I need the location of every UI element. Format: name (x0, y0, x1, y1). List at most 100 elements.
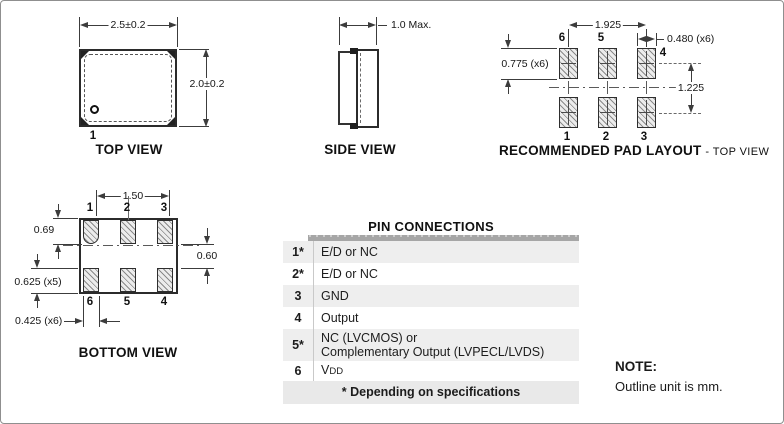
pad-layout-title-suffix: - TOP VIEW (705, 146, 770, 158)
dim-edge-to-pad-label: 0.69 (31, 224, 57, 236)
pad-number: 5 (123, 296, 131, 308)
extension-line (31, 268, 78, 269)
top-view-title: TOP VIEW (95, 142, 163, 157)
pad-5 (120, 268, 136, 292)
note-block: NOTE: Outline unit is mm. (615, 357, 723, 397)
vdd-main: V (321, 363, 330, 377)
dim-tail (207, 228, 208, 236)
extension-line (646, 29, 647, 47)
solder-pad (350, 48, 358, 54)
extension-line (31, 293, 78, 294)
arrow (99, 318, 107, 324)
centerline-tick (646, 81, 647, 94)
pad-6 (559, 48, 578, 79)
dim-tail (63, 321, 76, 322)
pad-layout-title: RECOMMENDED PAD LAYOUT - TOP VIEW (499, 143, 769, 158)
extension-line (501, 48, 557, 49)
table-header-band (308, 235, 579, 241)
corner-mark (167, 51, 175, 59)
note-title: NOTE: (615, 359, 657, 374)
extension-line (501, 79, 557, 80)
arrow (638, 22, 646, 28)
arrow (647, 36, 655, 42)
pin1-marker-dot (90, 105, 99, 114)
arrow (34, 293, 40, 301)
dim-pad-height-label: 0.775 (x6) (499, 58, 551, 70)
side-view-body (356, 49, 379, 128)
arrow (688, 105, 694, 113)
pin-number-cell: 6 (283, 361, 314, 381)
pin-desc-cell: E/D or NC (321, 245, 378, 259)
arrow (161, 193, 169, 199)
dim-row-pitch-label: 1.225 (675, 82, 707, 94)
centerline-tick (607, 81, 608, 94)
extension-line (53, 218, 78, 219)
extension-line (181, 268, 214, 269)
leader-line (378, 25, 387, 26)
bottom-view-title: BOTTOM VIEW (78, 345, 178, 360)
dim-tail (37, 301, 38, 308)
extension-line (179, 49, 209, 50)
dim-pitch-label: 0.625 (x5) (12, 276, 64, 288)
extension-line (177, 17, 178, 47)
pad-number: 1 (563, 131, 571, 143)
extension-line (99, 296, 100, 327)
centerline-tick (568, 81, 569, 94)
dim-pad-width-label: 0.425 (x6) (13, 315, 65, 327)
arrow (505, 40, 511, 48)
pad-5 (598, 48, 617, 79)
pin-desc-line2: Complementary Output (LVPECL/LVDS) (321, 345, 545, 359)
pad-3 (157, 220, 173, 244)
arrow (34, 260, 40, 268)
arrow (169, 22, 177, 28)
pad-number: 1 (86, 202, 94, 214)
arrow (75, 318, 83, 324)
arrow (505, 79, 511, 87)
dim-span-label: 1.925 (592, 19, 624, 31)
table-row: 3 GND (283, 285, 579, 307)
arrow (55, 210, 61, 218)
table-row: 5* NC (LVCMOS) or Complementary Output (… (283, 329, 579, 361)
extension-line (79, 17, 80, 47)
side-view-title: SIDE VIEW (324, 142, 396, 157)
dim-gap-label: 0.60 (194, 250, 220, 262)
solder-pad (350, 123, 358, 129)
extension-line (568, 29, 569, 47)
pad-number: 5 (597, 32, 605, 44)
pad-number: 2 (123, 202, 131, 214)
pad-number: 2 (602, 131, 610, 143)
extension-line (656, 33, 657, 46)
pin-label: 1 (89, 130, 97, 142)
extension-line (339, 17, 340, 45)
dim-width-label: 2.5±0.2 (108, 19, 148, 31)
extension-line (83, 296, 84, 327)
package-lid-outline (84, 54, 172, 122)
pad-number: 4 (659, 47, 667, 59)
note-text: Outline unit is mm. (615, 379, 723, 394)
pin-desc-cell: NC (LVCMOS) or Complementary Output (LVP… (314, 329, 548, 361)
pad-1 (83, 220, 99, 244)
pad-number: 6 (558, 32, 566, 44)
arrow (688, 63, 694, 71)
dim-tail (508, 34, 509, 42)
pin-desc-cell: E/D or NC (321, 267, 378, 281)
dim-tail (107, 321, 120, 322)
extension-line (637, 33, 638, 46)
corner-mark (167, 117, 175, 125)
corner-mark (81, 117, 89, 125)
top-view-package (79, 49, 177, 127)
pad-number: 3 (160, 202, 168, 214)
vdd-subscript: DD (329, 366, 344, 377)
dim-tail (58, 252, 59, 259)
arrow (339, 22, 347, 28)
table-footnote: * Depending on specifications (283, 381, 579, 404)
extension-line (96, 190, 97, 216)
pad-4 (637, 48, 656, 79)
arrow (55, 244, 61, 252)
pin-connections-table: 1* E/D or NC 2* E/D or NC 3 GND 4 Output… (283, 235, 579, 404)
pad-number: 6 (86, 296, 94, 308)
corner-mark (81, 51, 89, 59)
extension-line (179, 126, 209, 127)
